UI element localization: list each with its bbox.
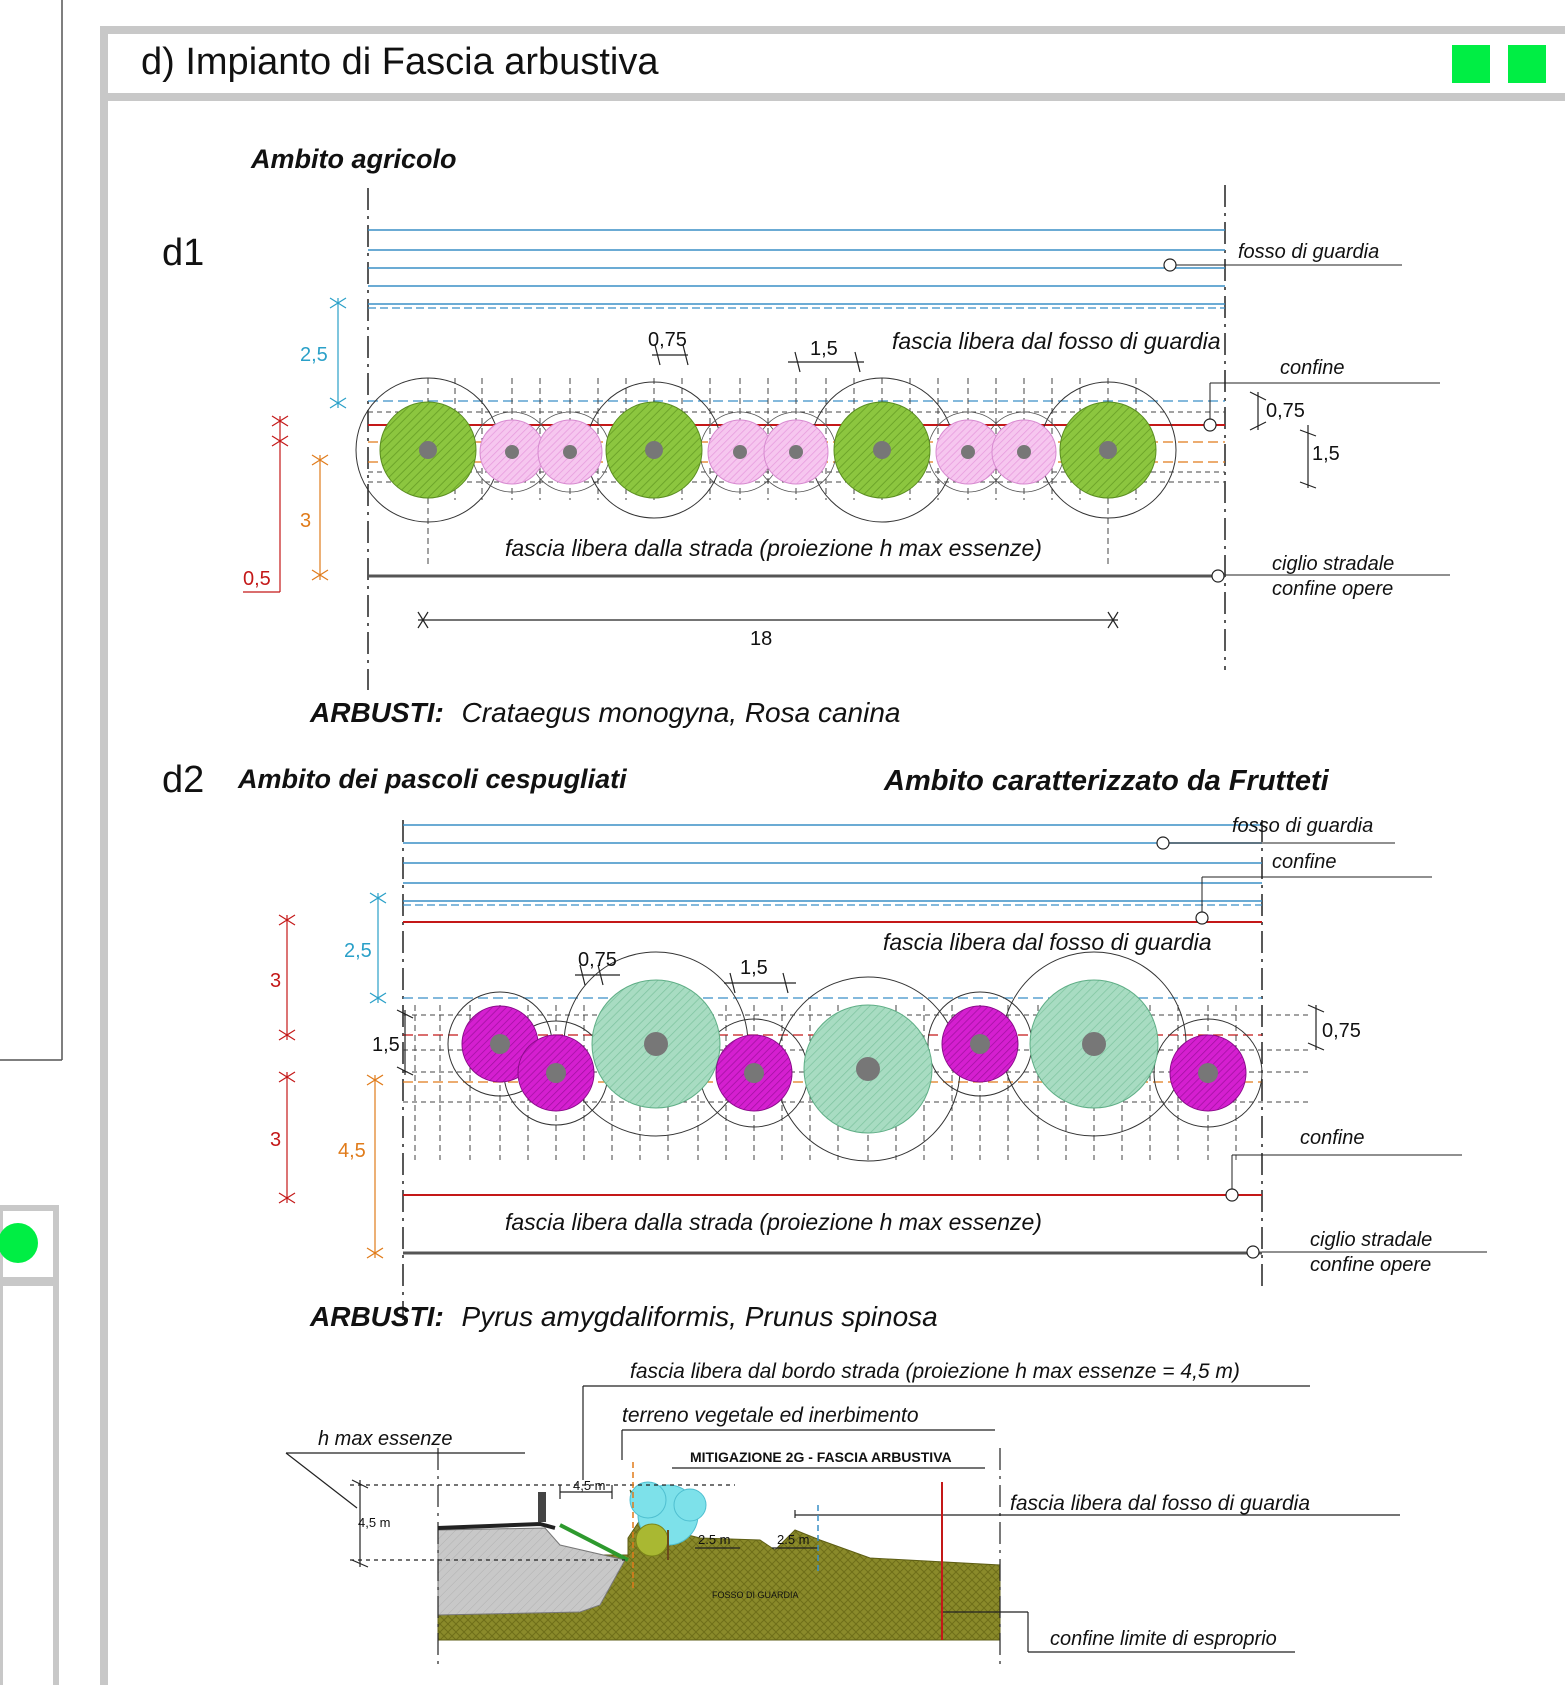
header-marker-1 xyxy=(1452,45,1490,83)
d1-trunk xyxy=(505,445,519,459)
d2-trunk xyxy=(644,1032,668,1056)
d1-trunk xyxy=(961,445,975,459)
tree-crown-cyan-2 xyxy=(629,1481,667,1519)
d1-dim-15-top: 1,5 xyxy=(810,338,838,360)
d1-trunk xyxy=(419,441,437,459)
road-surface xyxy=(437,1521,556,1530)
d1-dim-05: 0,5 xyxy=(243,568,271,590)
d1-label-fascia-fosso: fascia libera dal fosso di guardia xyxy=(892,328,1221,354)
section-reference-lines xyxy=(285,1385,1400,1670)
d1-shrub-row xyxy=(355,377,1177,523)
d2-label-fascia-strada: fascia libera dalla strada (proiezione h… xyxy=(505,1209,1042,1235)
d2-shrub-row xyxy=(447,951,1263,1162)
d2-label-ciglio: ciglio stradale xyxy=(1310,1229,1432,1251)
d2-label: d2 xyxy=(162,759,204,801)
section-dim-45-top: 4,5 m xyxy=(573,1478,606,1493)
d1-arbusti-label: ARBUSTI: xyxy=(309,697,444,728)
d2-label-confine-bottom: confine xyxy=(1300,1127,1365,1149)
section-fascia-bordo: fascia libera dal bordo strada (proiezio… xyxy=(630,1360,1240,1383)
guard-rail xyxy=(538,1492,546,1522)
status-dot xyxy=(0,1223,38,1263)
section-mitigazione: MITIGAZIONE 2G - FASCIA ARBUSTIVA xyxy=(690,1449,952,1465)
section-terreno: terreno vegetale ed inerbimento xyxy=(622,1404,919,1427)
d2-trunk xyxy=(490,1034,510,1054)
d2-dim-15-left: 1,5 xyxy=(372,1034,400,1056)
d1-arbusti: ARBUSTI: Crataegus monogyna, Rosa canina xyxy=(309,697,900,728)
shrub-crown-olive xyxy=(635,1523,669,1557)
d2-dim-3-bottom: 3 xyxy=(270,1129,281,1151)
d2-dim-45: 4,5 xyxy=(338,1140,366,1162)
d2-dim-3-top: 3 xyxy=(270,970,281,992)
section-dim-25-a: 2.5 m xyxy=(698,1532,731,1547)
d1-dimension-lines xyxy=(243,258,1450,629)
d1-trunk xyxy=(563,445,577,459)
d1-dim-25: 2,5 xyxy=(300,344,328,366)
d2-arbusti-species: Pyrus amygdaliformis, Prunus spinosa xyxy=(462,1301,938,1332)
section-h-max: h max essenze xyxy=(318,1428,453,1450)
d2-trunk xyxy=(1198,1063,1218,1083)
road-body xyxy=(437,1527,626,1616)
d2-arbusti: ARBUSTI: Pyrus amygdaliformis, Prunus sp… xyxy=(309,1301,938,1332)
d2-label-confine-top: confine xyxy=(1272,851,1337,873)
d1-trunk xyxy=(1017,445,1031,459)
d2-ambito-right: Ambito caratterizzato da Frutteti xyxy=(883,765,1330,797)
d1-dim-075-top: 0,75 xyxy=(648,329,687,351)
d2-dim-15-top: 1,5 xyxy=(740,957,768,979)
section-fascia-fosso: fascia libera dal fosso di guardia xyxy=(1010,1492,1310,1515)
d2-trunk xyxy=(970,1034,990,1054)
d2-dim-075-top: 0,75 xyxy=(578,949,617,971)
d2-label-confine-opere: confine opere xyxy=(1310,1254,1431,1276)
d2-dim-075-right: 0,75 xyxy=(1322,1020,1361,1042)
d2-trunk xyxy=(856,1057,880,1081)
page-title: d) Impianto di Fascia arbustiva xyxy=(141,41,659,83)
d1-label-ciglio: ciglio stradale xyxy=(1272,553,1394,575)
header-marker-2 xyxy=(1508,45,1546,83)
d1-trunk xyxy=(733,445,747,459)
d1-label-confine: confine xyxy=(1280,357,1345,379)
d2-label-fascia-fosso: fascia libera dal fosso di guardia xyxy=(883,929,1212,955)
d1-trunk xyxy=(873,441,891,459)
d2-trunk xyxy=(546,1063,566,1083)
d1-label: d1 xyxy=(162,232,204,274)
d1-arbusti-species: Crataegus monogyna, Rosa canina xyxy=(462,697,901,728)
d2-trunk xyxy=(744,1063,764,1083)
section-fosso-label: FOSSO DI GUARDIA xyxy=(712,1590,799,1600)
embankment-slope xyxy=(559,1523,629,1562)
section-dim-45-left: 4,5 m xyxy=(358,1515,391,1530)
d2-ambito-left: Ambito dei pascoli cespugliati xyxy=(237,764,627,794)
d1-dim-15-right: 1,5 xyxy=(1312,443,1340,465)
section-confine-esproprio: confine limite di esproprio xyxy=(1050,1628,1277,1650)
d2-canopy-outline-8 xyxy=(1153,1018,1263,1128)
d1-trunk xyxy=(789,445,803,459)
d1-label-confine-opere: confine opere xyxy=(1272,578,1393,600)
d2-arbusti-label: ARBUSTI: xyxy=(309,1301,444,1332)
d2-trunk xyxy=(1082,1032,1106,1056)
d1-dim-3: 3 xyxy=(300,510,311,532)
cross-section xyxy=(285,1385,1400,1670)
d1-trunk xyxy=(1099,441,1117,459)
d2-label-fosso: fosso di guardia xyxy=(1232,815,1373,837)
d2-dimension-lines xyxy=(278,836,1487,1259)
d1-label-fascia-strada: fascia libera dalla strada (proiezione h… xyxy=(505,535,1042,561)
tree-crown-cyan-3 xyxy=(673,1488,707,1522)
d1-label-fosso: fosso di guardia xyxy=(1238,241,1379,263)
d2-dim-25: 2,5 xyxy=(344,940,372,962)
d1-dim-18: 18 xyxy=(750,628,772,650)
d1-dim-075-right: 0,75 xyxy=(1266,400,1305,422)
section-dim-25-b: 2.5 m xyxy=(777,1532,810,1547)
d1-ambito: Ambito agricolo xyxy=(250,144,457,174)
d1-trunk xyxy=(645,441,663,459)
